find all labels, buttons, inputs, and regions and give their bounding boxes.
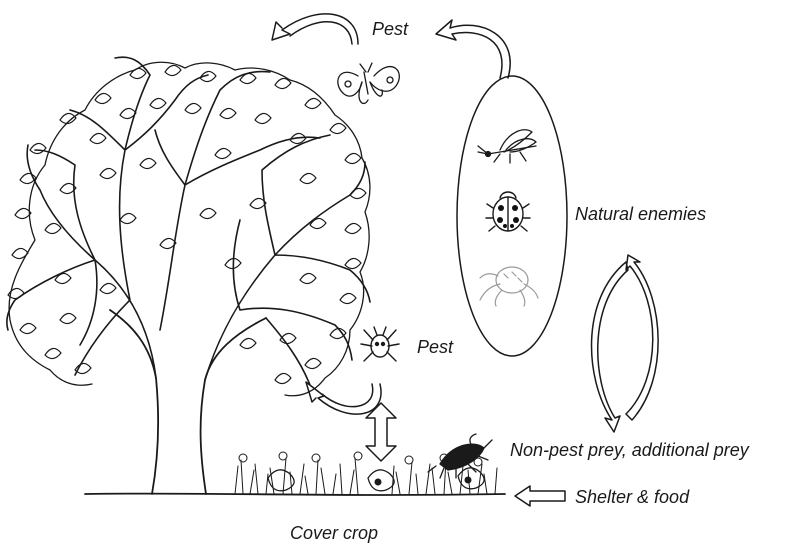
lacewing-icon — [478, 130, 536, 163]
label-cover-crop: Cover crop — [290, 524, 378, 542]
predatory-mite-icon — [480, 267, 538, 306]
cycle-arrows — [592, 255, 659, 432]
block-arrow-shelter — [515, 486, 565, 506]
spider-mite-icon — [361, 327, 399, 361]
ground-line — [85, 494, 505, 495]
butterfly-icon — [338, 63, 399, 103]
label-natural-enemies: Natural enemies — [575, 205, 706, 223]
ladybird-icon — [486, 192, 530, 231]
curved-arrow-top-right — [436, 20, 510, 78]
label-non-pest-prey: Non-pest prey, additional prey — [510, 441, 749, 459]
tree-trunk — [110, 310, 266, 494]
label-shelter-food: Shelter & food — [575, 488, 689, 506]
curved-arrow-top-left — [272, 14, 358, 44]
label-pest-top: Pest — [372, 20, 408, 38]
tree — [7, 57, 370, 494]
ground-beetle-icon — [428, 434, 492, 478]
label-pest-middle: Pest — [417, 338, 453, 356]
natural-enemies-ellipse — [457, 76, 567, 356]
